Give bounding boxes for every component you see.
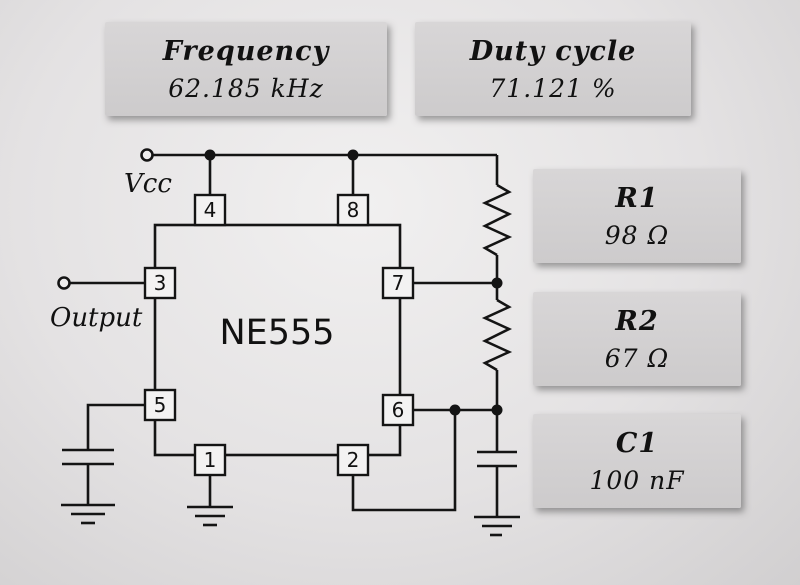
pin-4: 4	[193, 193, 227, 227]
capacitor-c1-symbol	[477, 450, 517, 468]
pin-4-box	[193, 193, 227, 227]
frequency-readout: Frequency 62.185 kHz	[105, 22, 387, 116]
pin-5: 5	[143, 388, 177, 422]
pin-3-number: 3	[154, 271, 167, 295]
pin-1-number: 1	[204, 448, 217, 472]
pin-3-box	[143, 266, 177, 300]
r2-label: R2	[615, 305, 659, 337]
pin-1-box	[193, 443, 227, 477]
ne555-chip: NE555	[153, 223, 402, 457]
r2-value: 67 Ω	[604, 343, 670, 373]
c1-value: 100 nF	[589, 465, 685, 495]
r1-zigzag	[481, 183, 513, 257]
junction-dot	[491, 404, 503, 416]
pin-6: 6	[381, 393, 415, 427]
duty-cycle-label: Duty cycle	[469, 35, 637, 67]
ground-symbol-pin1	[187, 505, 233, 527]
output-label: Output	[50, 303, 143, 333]
pin-4-number: 4	[204, 198, 217, 222]
pin-8: 8	[336, 193, 370, 227]
duty-cycle-readout: Duty cycle 71.121 %	[415, 22, 691, 116]
r1-value: 98 Ω	[604, 220, 670, 250]
c1-value-box: C1 100 nF	[533, 414, 741, 508]
junction-dot	[347, 149, 359, 161]
pin-7: 7	[381, 266, 415, 300]
pin2-trigger-wire	[351, 410, 457, 512]
frequency-value: 62.185 kHz	[168, 73, 324, 103]
r1-label: R1	[615, 182, 659, 214]
resistor-r1-symbol	[481, 183, 513, 257]
junction-dots	[204, 149, 503, 416]
chip-label: NE555	[219, 313, 334, 353]
r1-value-box: R1 98 Ω	[533, 169, 741, 263]
pin-8-box	[336, 193, 370, 227]
pin-7-number: 7	[392, 271, 405, 295]
resistor-r2-symbol	[481, 298, 513, 372]
vcc-terminal-group: Vcc	[124, 148, 172, 199]
pin-1: 1	[193, 443, 227, 477]
frequency-label: Frequency	[162, 35, 330, 67]
r2-zigzag	[481, 298, 513, 372]
pin-5-box	[143, 388, 177, 422]
duty-cycle-value: 71.121 %	[489, 73, 617, 103]
vcc-label: Vcc	[124, 169, 172, 199]
chip-outline	[153, 223, 402, 457]
ground-symbol-c1	[474, 515, 520, 537]
junction-dot	[491, 277, 503, 289]
pin-2-box	[336, 443, 370, 477]
pin-3: 3	[143, 266, 177, 300]
pin-7-box	[381, 266, 415, 300]
ground-symbol-bypass	[61, 503, 115, 525]
output-terminal-group: Output	[50, 276, 143, 333]
pin-2-number: 2	[347, 448, 360, 472]
pin-5-number: 5	[154, 393, 167, 417]
junction-dot	[204, 149, 216, 161]
pin-2: 2	[336, 443, 370, 477]
junction-dot	[449, 404, 461, 416]
r2-value-box: R2 67 Ω	[533, 292, 741, 386]
pin-8-number: 8	[347, 198, 360, 222]
vcc-terminal	[140, 148, 154, 162]
bypass-capacitor-symbol	[62, 448, 114, 466]
pin5-wire	[86, 403, 145, 450]
output-terminal	[57, 276, 71, 290]
pin-6-number: 6	[392, 398, 405, 422]
pin-6-box	[381, 393, 415, 427]
c1-label: C1	[615, 427, 659, 459]
